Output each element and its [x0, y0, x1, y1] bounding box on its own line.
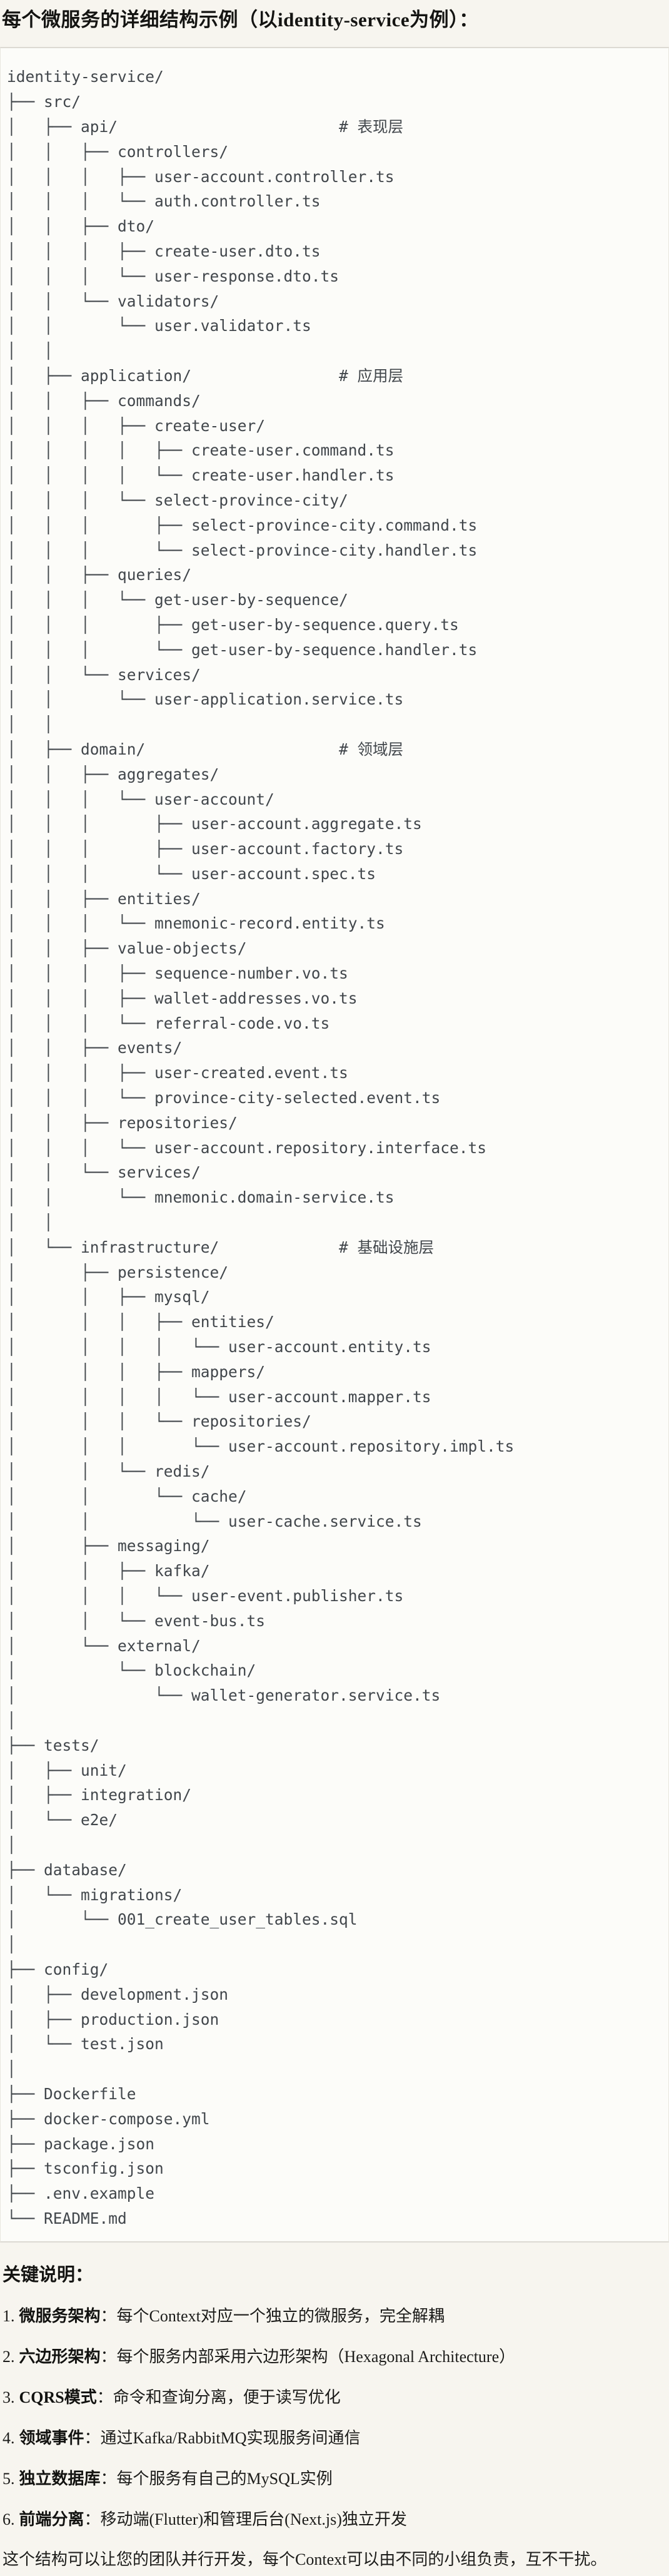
- note-label: CQRS模式: [19, 2388, 97, 2406]
- note-number: 5.: [3, 2469, 15, 2488]
- note-number: 3.: [3, 2388, 15, 2406]
- note-text: ：每个服务内部采用六边形架构（Hexagonal Architecture）: [100, 2347, 516, 2366]
- note-item: 1.微服务架构：每个Context对应一个独立的微服务，完全解耦: [3, 2306, 664, 2327]
- directory-tree: identity-service/ ├── src/ │ ├── api/ # …: [7, 68, 515, 2227]
- note-number: 2.: [3, 2347, 15, 2366]
- note-item: 5.独立数据库：每个服务有自己的MySQL实例: [3, 2468, 664, 2490]
- note-item: 2.六边形架构：每个服务内部采用六边形架构（Hexagonal Architec…: [3, 2346, 664, 2368]
- note-label: 前端分离: [19, 2510, 84, 2528]
- note-label: 六边形架构: [19, 2347, 101, 2366]
- note-label: 微服务架构: [19, 2306, 101, 2325]
- key-notes-section: 关键说明： 1.微服务架构：每个Context对应一个独立的微服务，完全解耦 2…: [0, 2264, 669, 2570]
- note-label: 独立数据库: [19, 2469, 101, 2488]
- notes-heading: 关键说明：: [3, 2264, 94, 2285]
- note-item: 4.领域事件：通过Kafka/RabbitMQ实现服务间通信: [3, 2428, 664, 2449]
- note-item: 6.前端分离：移动端(Flutter)和管理后台(Next.js)独立开发: [3, 2509, 664, 2530]
- directory-tree-panel: identity-service/ ├── src/ │ ├── api/ # …: [0, 47, 669, 2243]
- note-text: ：移动端(Flutter)和管理后台(Next.js)独立开发: [84, 2510, 407, 2528]
- notes-footer: 这个结构可以让您的团队并行开发，每个Context可以由不同的小组负责，互不干扰…: [3, 2550, 607, 2568]
- note-label: 领域事件: [19, 2428, 84, 2447]
- note-text: ：命令和查询分离，便于读写优化: [96, 2388, 341, 2406]
- note-number: 4.: [3, 2428, 15, 2447]
- note-item: 3.CQRS模式：命令和查询分离，便于读写优化: [3, 2387, 664, 2408]
- note-number: 6.: [3, 2510, 15, 2528]
- note-number: 1.: [3, 2306, 15, 2325]
- page-title: 每个微服务的详细结构示例（以identity-service为例）：: [2, 9, 479, 31]
- note-text: ：每个服务有自己的MySQL实例: [100, 2469, 333, 2488]
- note-text: ：每个Context对应一个独立的微服务，完全解耦: [100, 2306, 445, 2325]
- note-text: ：通过Kafka/RabbitMQ实现服务间通信: [84, 2428, 361, 2447]
